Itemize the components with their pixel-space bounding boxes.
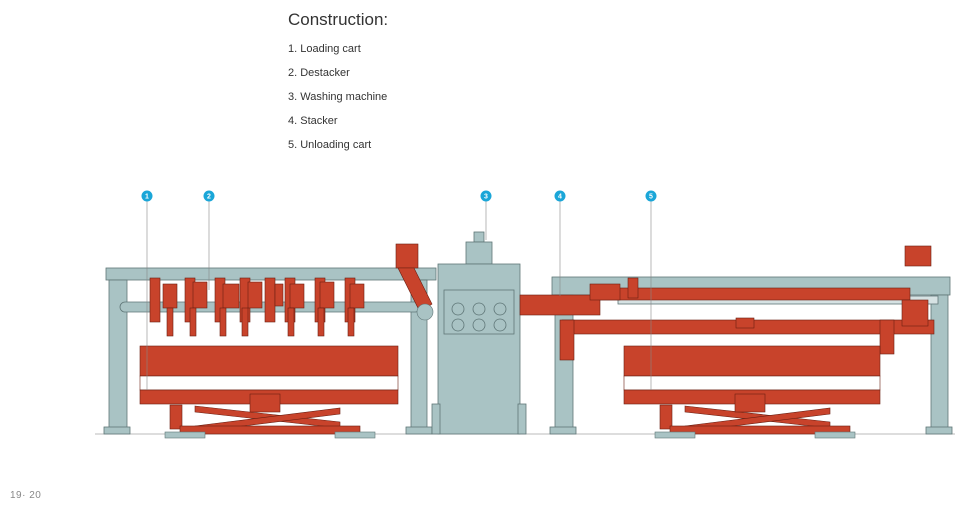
marker-4-label: 4 [558, 194, 562, 201]
list-item-stacker: 4. Stacker [288, 115, 338, 127]
destacker-heads [149, 277, 365, 337]
marker-1: 1 [141, 190, 153, 390]
list-item-loading-cart: 1. Loading cart [288, 43, 361, 55]
page-title: Construction: [288, 10, 389, 29]
left-loading-cart [164, 393, 376, 439]
marker-2-label: 2 [207, 194, 211, 201]
washing-machine [431, 231, 527, 435]
destacker-feeder-arm [395, 243, 434, 321]
marker-5: 5 [645, 190, 657, 390]
marker-3-label: 3 [484, 194, 488, 201]
right-unloading-cart [654, 393, 856, 439]
marker-3: 3 [480, 190, 492, 240]
marker-5-label: 5 [649, 194, 653, 201]
left-sheet-stack [139, 345, 399, 405]
stacker-conveyor [519, 245, 935, 361]
page-number: 19· 20 [10, 490, 42, 501]
marker-4: 4 [554, 190, 566, 296]
marker-2: 2 [203, 190, 215, 290]
component-list: 1. Loading cart 2. Destacker 3. Washing … [288, 42, 387, 162]
list-item-unloading-cart: 5. Unloading cart [288, 139, 372, 151]
list-item-destacker: 2. Destacker [288, 67, 350, 79]
list-item-washing-machine: 3. Washing machine [288, 91, 388, 103]
marker-1-label: 1 [145, 194, 149, 201]
